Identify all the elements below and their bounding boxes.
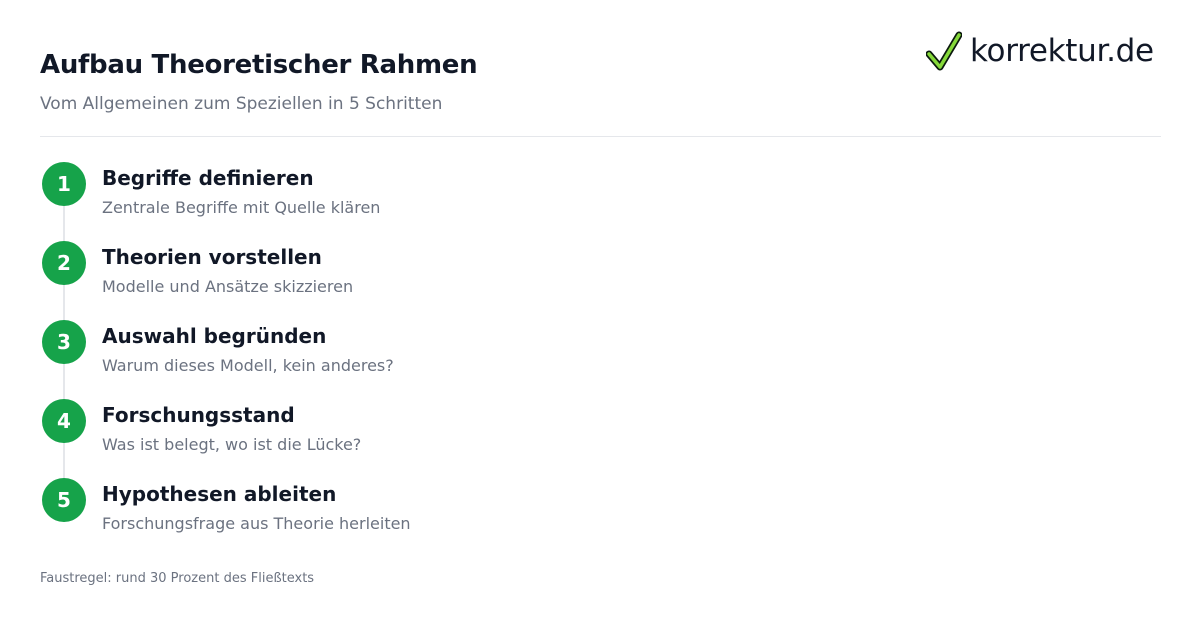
step-number-badge: 4 xyxy=(42,399,86,443)
page-title: Aufbau Theoretischer Rahmen xyxy=(40,50,478,80)
step-number-badge: 3 xyxy=(42,320,86,364)
step-number-badge: 1 xyxy=(42,162,86,206)
step-description: Was ist belegt, wo ist die Lücke? xyxy=(102,435,362,454)
brand-logo: korrektur.de xyxy=(926,30,1154,72)
step-item: 2 Theorien vorstellen Modelle und Ansätz… xyxy=(40,241,840,320)
step-number-badge: 2 xyxy=(42,241,86,285)
step-item: 4 Forschungsstand Was ist belegt, wo ist… xyxy=(40,399,840,478)
step-connector-line xyxy=(63,206,65,522)
step-title: Forschungsstand xyxy=(102,403,295,427)
step-number-badge: 5 xyxy=(42,478,86,522)
step-item: 3 Auswahl begründen Warum dieses Modell,… xyxy=(40,320,840,399)
header-divider xyxy=(40,136,1161,137)
footnote: Faustregel: rund 30 Prozent des Fließtex… xyxy=(40,571,315,586)
step-description: Zentrale Begriffe mit Quelle klären xyxy=(102,198,381,217)
step-title: Auswahl begründen xyxy=(102,324,327,348)
step-description: Warum dieses Modell, kein anderes? xyxy=(102,356,394,375)
page-subtitle: Vom Allgemeinen zum Speziellen in 5 Schr… xyxy=(40,94,443,114)
step-title: Begriffe definieren xyxy=(102,166,314,190)
checkmark-icon xyxy=(926,30,962,72)
step-item: 1 Begriffe definieren Zentrale Begriffe … xyxy=(40,162,840,241)
step-title: Hypothesen ableiten xyxy=(102,482,337,506)
step-description: Modelle und Ansätze skizzieren xyxy=(102,277,354,296)
step-item: 5 Hypothesen ableiten Forschungsfrage au… xyxy=(40,478,840,557)
logo-text: korrektur.de xyxy=(970,33,1154,69)
step-title: Theorien vorstellen xyxy=(102,245,322,269)
step-description: Forschungsfrage aus Theorie herleiten xyxy=(102,514,411,533)
